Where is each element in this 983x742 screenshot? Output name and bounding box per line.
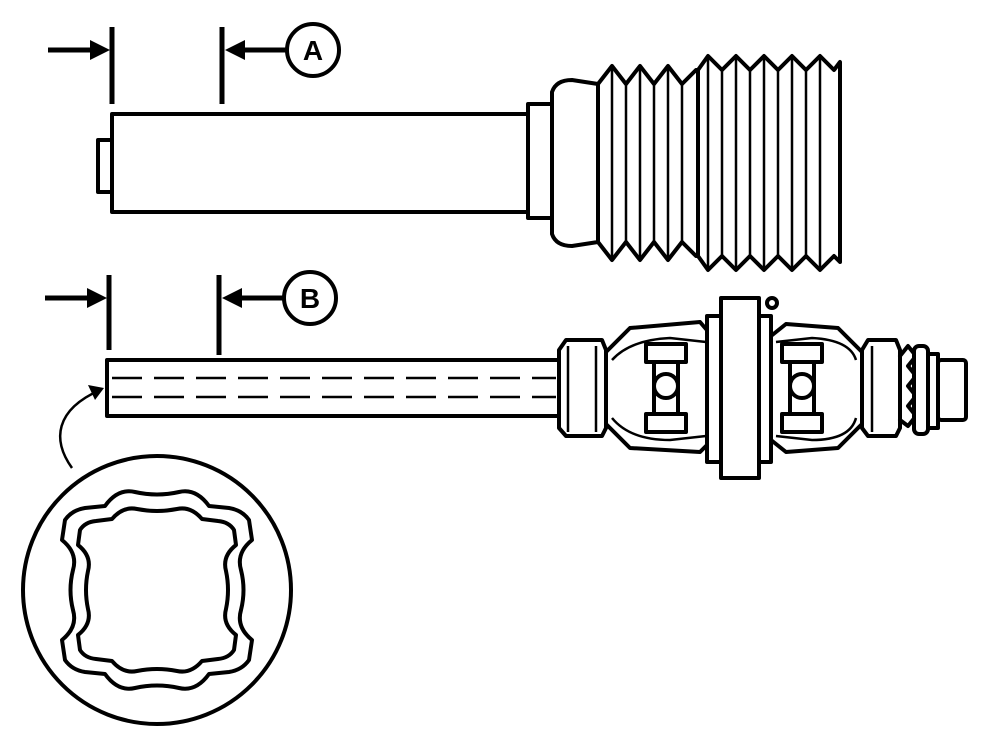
callout-a-label: A — [303, 35, 323, 66]
first-ujoint-bearing-top — [644, 342, 688, 364]
quick-disconnect-coupler — [898, 344, 968, 436]
callout-b-label: B — [300, 283, 320, 314]
section-leader-line — [58, 388, 101, 469]
dim-b-left-arrowhead — [87, 288, 107, 308]
callout-b: B — [282, 270, 338, 326]
second-ujoint-bearing-top — [780, 342, 824, 364]
coupler-locking-collar — [912, 344, 930, 436]
first-yoke-collar — [557, 338, 608, 438]
grease-fitting — [765, 296, 779, 310]
dimension-a: A — [48, 22, 341, 104]
dim-a-left-arrowhead — [90, 40, 110, 60]
second-ujoint-bearing-bottom — [780, 412, 824, 434]
tube-cross-section-detail — [21, 454, 293, 726]
cross-section-profile-inner — [76, 506, 238, 674]
outer-tube-collar — [526, 102, 554, 220]
dim-b-right-arrowhead — [222, 288, 242, 308]
coupler-end-cap — [936, 358, 968, 422]
clutch-flange — [719, 296, 761, 480]
section-leader-arrowhead — [88, 385, 104, 400]
dim-a-right-arrowhead — [225, 40, 245, 60]
outer-tube-assembly: A — [48, 22, 842, 272]
callout-a-circle — [285, 22, 341, 78]
callout-a: A — [285, 22, 341, 78]
inner-shaft-assembly: B — [21, 270, 968, 726]
outer-tube-end-stub — [96, 138, 114, 194]
second-ujoint-hub — [788, 372, 816, 400]
first-ujoint-hub — [652, 372, 680, 400]
shield-boot-bellows-large — [696, 54, 842, 272]
outer-tube — [110, 112, 530, 214]
cross-section-profile-outer — [60, 489, 254, 691]
end-yoke-collar — [860, 338, 902, 438]
shield-boot — [550, 54, 842, 272]
callout-b-circle — [282, 270, 338, 326]
shield-boot-cap — [550, 78, 600, 248]
first-universal-joint — [604, 320, 714, 454]
inner-shaft — [105, 358, 561, 418]
second-universal-joint — [769, 322, 864, 454]
first-ujoint-bearing-bottom — [644, 412, 688, 434]
dimension-b: B — [45, 270, 338, 355]
clutch-plate-left — [705, 314, 723, 464]
